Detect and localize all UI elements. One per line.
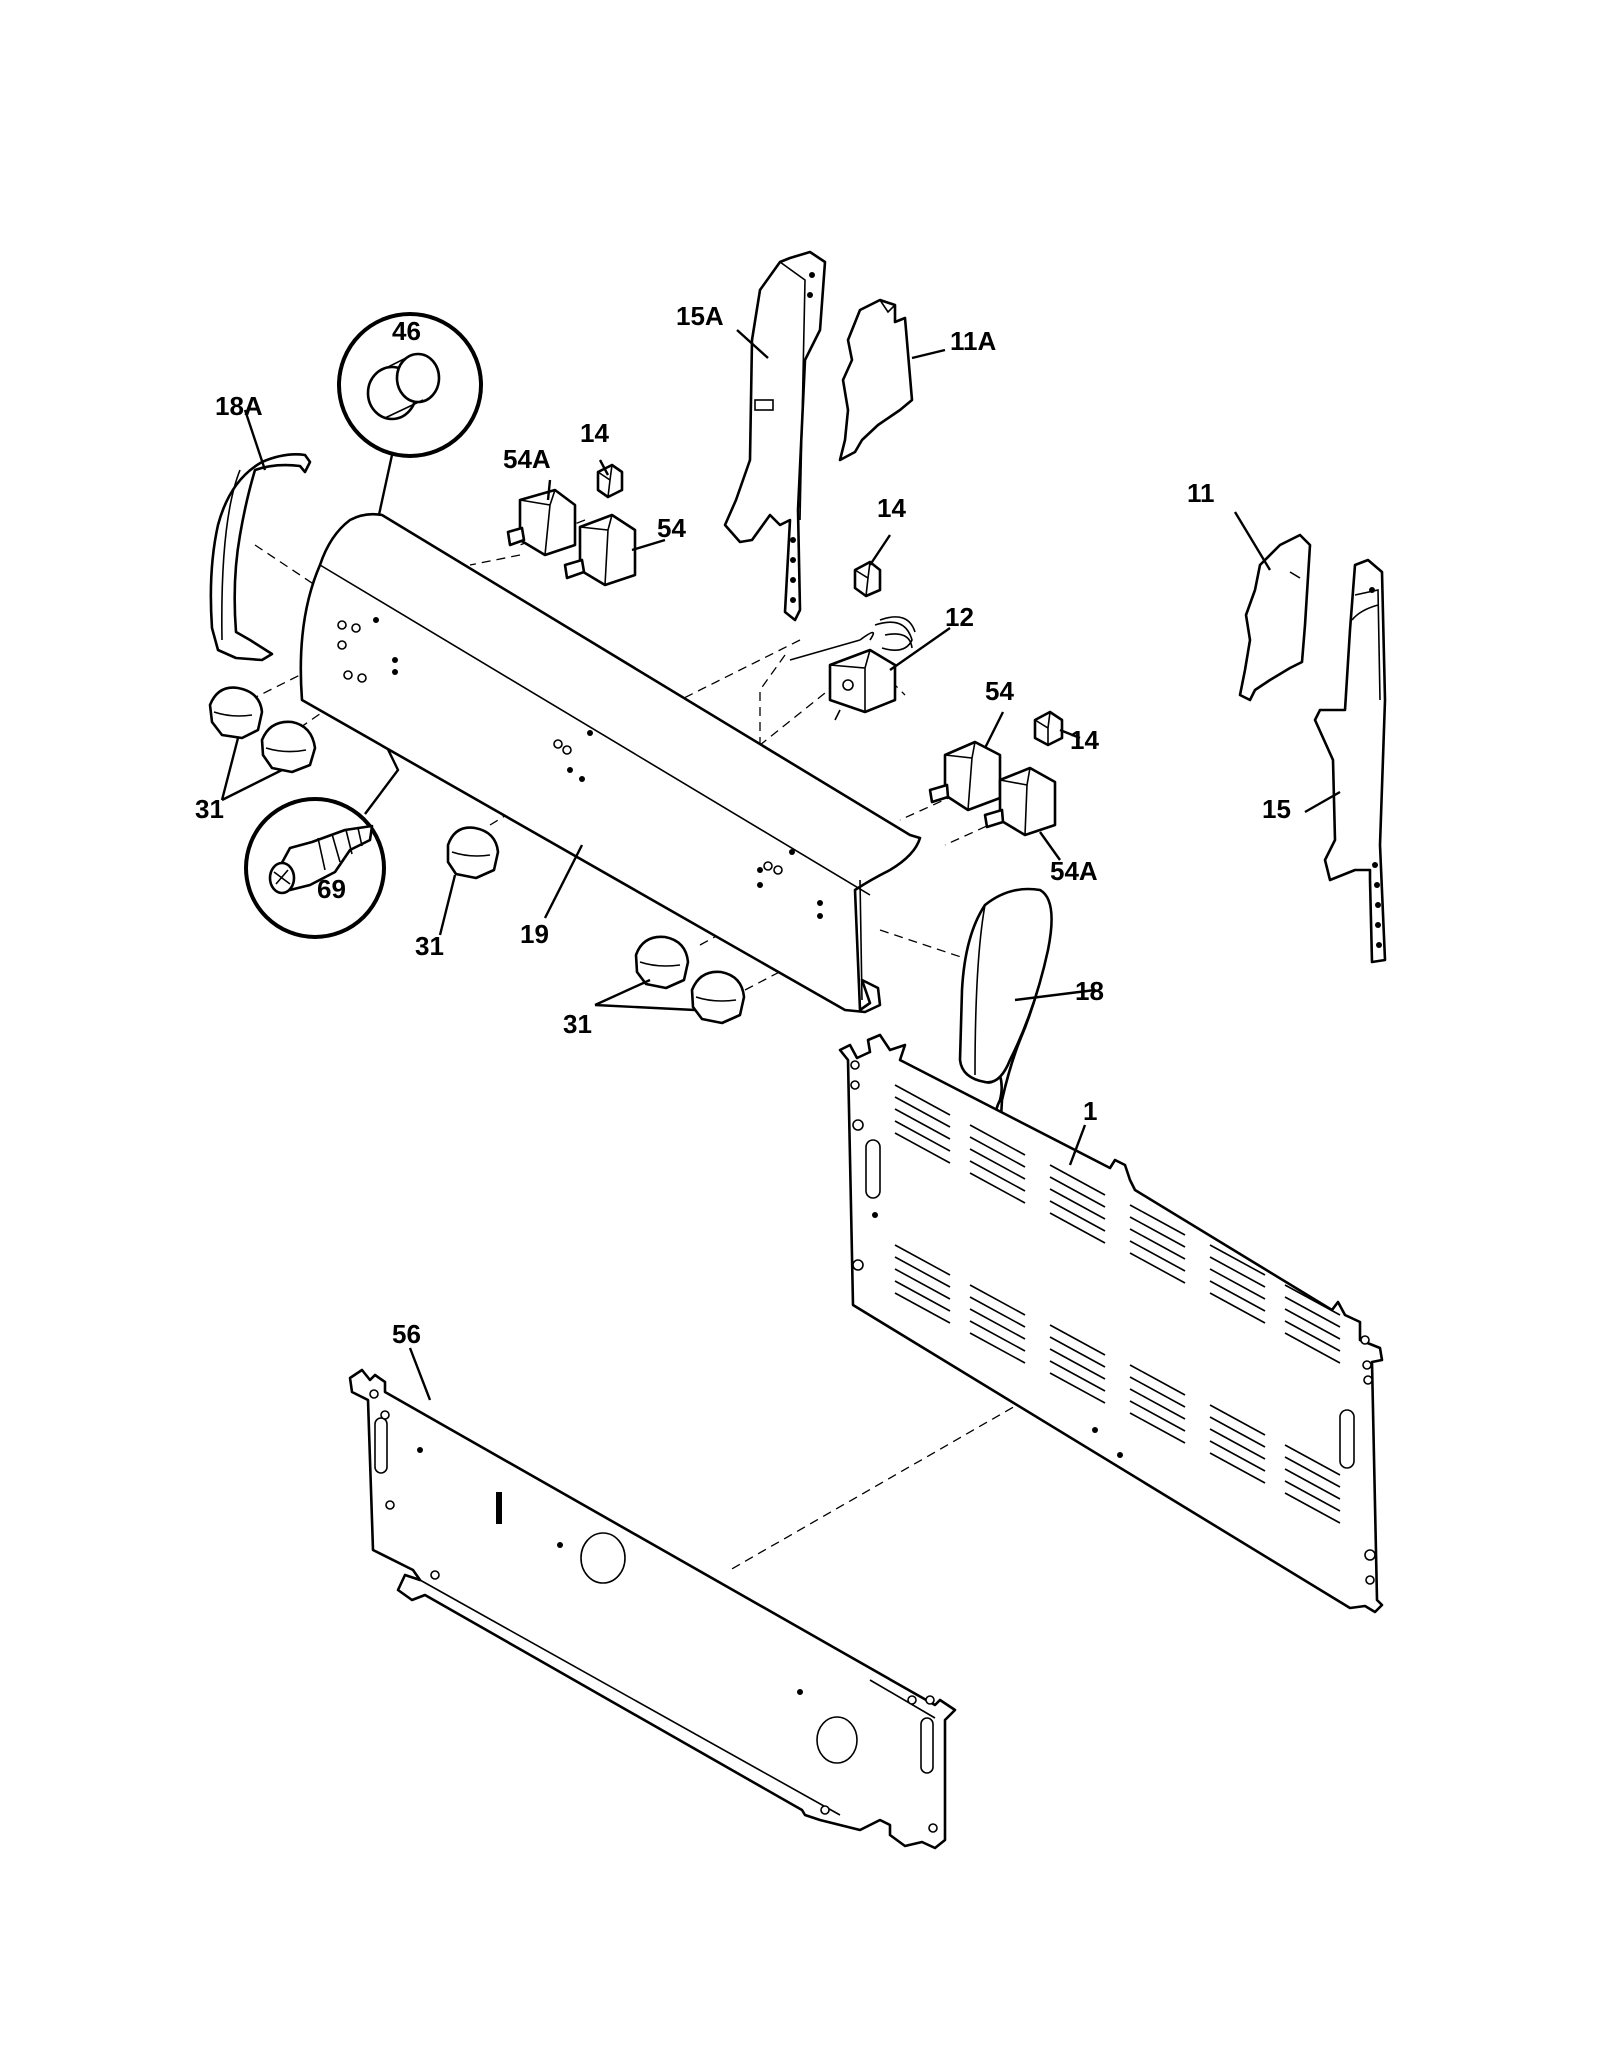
part-11A-insulation-left bbox=[838, 298, 914, 462]
knob-bottom-left bbox=[634, 935, 690, 990]
callout-1: 1 bbox=[1083, 1096, 1097, 1126]
callout-54A-mid: 54A bbox=[1050, 856, 1098, 886]
knob-middle bbox=[446, 826, 500, 880]
callout-56: 56 bbox=[392, 1319, 421, 1349]
knob-bottom-right bbox=[690, 970, 746, 1025]
part-54-switch-top bbox=[563, 513, 637, 587]
callout-14-b: 14 bbox=[877, 493, 906, 523]
callout-12: 12 bbox=[945, 602, 974, 632]
part-18A-end-cap-left bbox=[209, 453, 312, 662]
part-15A-side-bracket bbox=[723, 250, 827, 622]
callout-11: 11 bbox=[1187, 478, 1215, 508]
part-54-switch-mid bbox=[928, 740, 1002, 812]
part-11-insulation-right bbox=[1238, 533, 1312, 702]
callout-11A: 11A bbox=[950, 326, 996, 356]
callout-leader-lines bbox=[220, 329, 1341, 1401]
callout-31-mid: 31 bbox=[415, 931, 444, 961]
callout-54A-top: 54A bbox=[503, 444, 551, 474]
callout-15: 15 bbox=[1262, 794, 1291, 824]
callout-54-mid: 54 bbox=[985, 676, 1014, 706]
callout-31-bottom: 31 bbox=[563, 1009, 592, 1039]
part-31-knobs bbox=[208, 686, 746, 1025]
part-54A-switch-mid bbox=[983, 766, 1057, 837]
part-18-end-cap-right bbox=[958, 887, 1053, 1137]
callout-46: 46 bbox=[392, 316, 421, 346]
part-54A-switch-top bbox=[506, 488, 577, 557]
part-56-lower-panel bbox=[348, 1368, 957, 1850]
part-14-switch-c bbox=[1033, 710, 1064, 747]
callout-19: 19 bbox=[520, 919, 549, 949]
part-14-switch-b bbox=[853, 560, 882, 598]
callout-18A: 18A bbox=[215, 391, 263, 421]
callout-18: 18 bbox=[1075, 976, 1104, 1006]
callout-15A: 15A bbox=[676, 301, 724, 331]
knob-left-upper bbox=[208, 686, 264, 740]
part-69-screw-detail bbox=[244, 701, 400, 939]
rear-panel-vent-slots bbox=[894, 1084, 1341, 1524]
part-19-control-panel bbox=[299, 512, 922, 1014]
part-14-switch-a bbox=[596, 463, 624, 499]
part-12-thermostat bbox=[789, 616, 916, 721]
callout-31-left: 31 bbox=[195, 794, 224, 824]
part-1-rear-panel bbox=[838, 1033, 1384, 1614]
knob-left-lower bbox=[260, 720, 317, 774]
callout-14-a: 14 bbox=[580, 418, 609, 448]
part-46-clip-detail bbox=[337, 312, 483, 626]
callout-labels: 46 15A 11A 18A 54A 14 54 14 11 12 54 14 … bbox=[195, 301, 1291, 1349]
callout-14-c: 14 bbox=[1070, 725, 1099, 755]
callout-54-top: 54 bbox=[657, 513, 686, 543]
part-15-side-bracket bbox=[1313, 558, 1387, 964]
callout-69: 69 bbox=[317, 874, 346, 904]
